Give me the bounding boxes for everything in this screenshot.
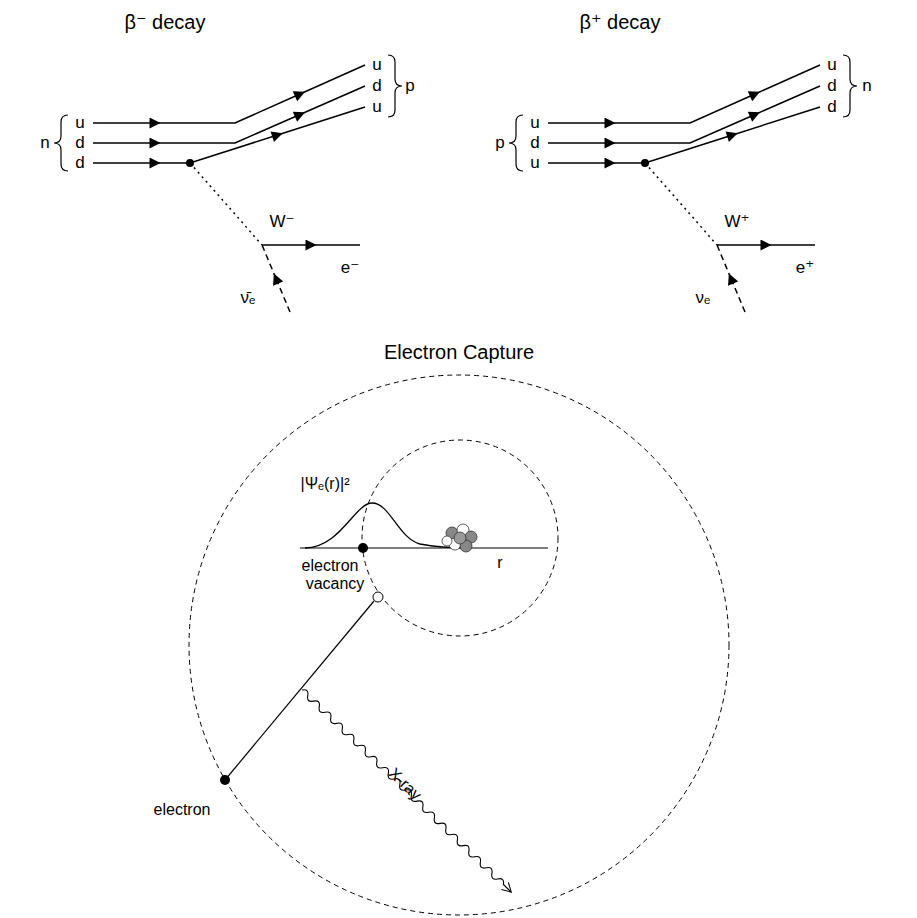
boson-label: W⁻ — [269, 213, 294, 232]
quark-line — [278, 107, 366, 135]
quark-label: u — [372, 98, 381, 117]
hadron-label: n — [40, 134, 49, 153]
x-ray-photon — [299, 686, 515, 895]
quark-line — [155, 94, 300, 123]
transition-line — [225, 601, 374, 780]
quark-label: d — [827, 77, 836, 96]
neutrino-label: νₑ — [696, 289, 711, 308]
quark-line — [93, 162, 155, 164]
wavefunction-curve — [305, 503, 470, 548]
nucleus — [442, 524, 477, 552]
quark-line — [548, 142, 610, 144]
brace — [843, 55, 857, 117]
neutrino-line — [262, 245, 276, 279]
neutrino-line — [276, 279, 290, 313]
electron-label: electron — [154, 801, 211, 819]
quark-label: d — [372, 77, 381, 96]
lepton-line — [311, 244, 360, 246]
electron-dot — [358, 543, 368, 553]
quark-label: d — [827, 98, 836, 117]
axis-label: r — [497, 554, 502, 572]
electron-label: electron — [302, 557, 359, 575]
heading: β⁺ decay — [580, 11, 661, 33]
electron-dot — [220, 775, 230, 785]
heading: β⁻ decay — [125, 11, 206, 33]
quark-label: u — [530, 114, 539, 133]
quark-line — [155, 135, 278, 163]
lepton-line — [717, 244, 766, 246]
nucleon — [454, 532, 466, 544]
quark-line — [548, 162, 610, 164]
outer-shell — [189, 375, 729, 915]
w-boson-line — [190, 163, 262, 245]
quark-line — [155, 115, 300, 144]
quark-label: u — [372, 56, 381, 75]
quark-line — [733, 107, 821, 135]
radial-axis — [300, 548, 548, 549]
quark-line — [610, 94, 755, 123]
neutrino-line — [731, 279, 745, 313]
quark-label: u — [827, 56, 836, 75]
brace — [54, 115, 68, 171]
w-boson-line — [645, 163, 717, 245]
quark-line — [93, 142, 155, 144]
quark-label: d — [530, 134, 539, 153]
lepton-label: e⁻ — [341, 259, 359, 278]
x-ray-arrowhead — [501, 882, 514, 895]
quark-line — [93, 122, 155, 124]
lepton-line — [262, 244, 311, 246]
vacancy-circle — [373, 592, 383, 602]
brace — [388, 55, 402, 117]
neutrino-line — [717, 245, 731, 279]
quark-label: u — [75, 114, 84, 133]
quark-line — [548, 122, 610, 124]
nucleon — [442, 536, 452, 546]
brace — [509, 115, 523, 171]
quark-label: u — [530, 154, 539, 173]
quark-line — [610, 115, 755, 144]
wavefunction-label: |Ψₑ(r)|² — [301, 475, 350, 493]
hadron-label: p — [495, 134, 504, 153]
x-ray-label: X-ray — [385, 764, 425, 803]
lepton-label: e⁺ — [796, 259, 814, 278]
vertex-dot — [641, 159, 649, 167]
quark-label: d — [75, 154, 84, 173]
neutrino-label: ν̄ₑ — [241, 289, 256, 308]
vertex-dot — [186, 159, 194, 167]
quark-label: d — [75, 134, 84, 153]
lepton-line — [766, 244, 815, 246]
hadron-label: n — [862, 77, 871, 96]
x-ray-wave — [300, 688, 513, 894]
boson-label: W⁺ — [724, 213, 749, 232]
quark-line — [610, 135, 733, 163]
hadron-label: p — [405, 77, 414, 96]
heading: Electron Capture — [384, 341, 534, 363]
inner-shell — [362, 440, 558, 636]
vacancy-label: vacancy — [306, 575, 365, 593]
